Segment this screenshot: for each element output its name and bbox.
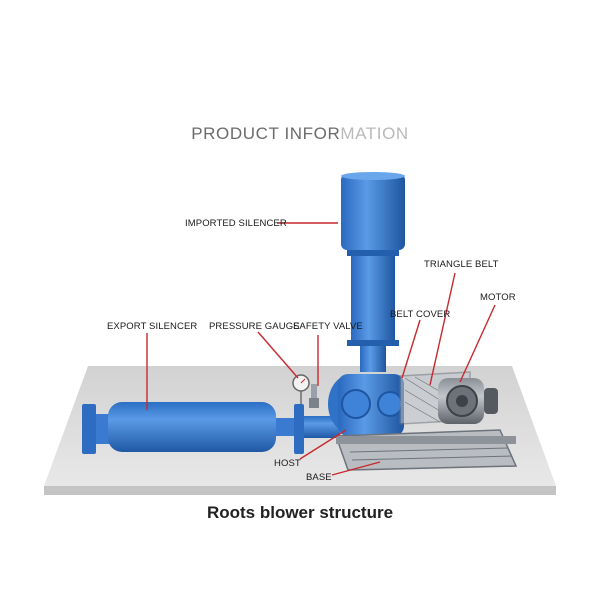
- imported-silencer-shape: [341, 172, 405, 372]
- label-export-silencer: EXPORT SILENCER: [107, 321, 198, 332]
- page-title-main: PRODUCT INFOR: [191, 124, 341, 143]
- floor-edge: [44, 486, 556, 495]
- leader-host: [299, 429, 347, 460]
- host-shape: [328, 374, 404, 436]
- leader-motor: [459, 304, 496, 383]
- label-triangle-belt: TRIANGLE BELT: [424, 259, 499, 270]
- label-belt-cover: BELT COVER: [390, 309, 451, 320]
- leader-belt-cover: [401, 319, 421, 379]
- label-imported-silencer: IMPORTED SILENCER: [185, 218, 287, 229]
- pressure-gauge-shape: [292, 374, 310, 404]
- label-pressure-gauge: PRESSURE GAUGE: [209, 321, 300, 332]
- leader-base: [331, 461, 381, 476]
- export-silencer-shape: [82, 402, 340, 454]
- label-base: BASE: [306, 472, 332, 483]
- leader-triangle-belt: [429, 272, 456, 386]
- label-safety-valve: SAFETY VALVE: [293, 321, 363, 332]
- page-title-fade: MATION: [340, 124, 409, 143]
- leader-lines: [146, 222, 496, 476]
- safety-valve-shape: [309, 384, 319, 408]
- label-host: HOST: [274, 458, 301, 469]
- label-motor: MOTOR: [480, 292, 516, 303]
- diagram-caption: Roots blower structure: [206, 503, 394, 522]
- base-shape: [334, 429, 518, 471]
- leader-pressure-gauge: [257, 331, 299, 379]
- page-title: PRODUCT INFORMATION: [0, 124, 600, 144]
- motor-shape: [438, 378, 498, 424]
